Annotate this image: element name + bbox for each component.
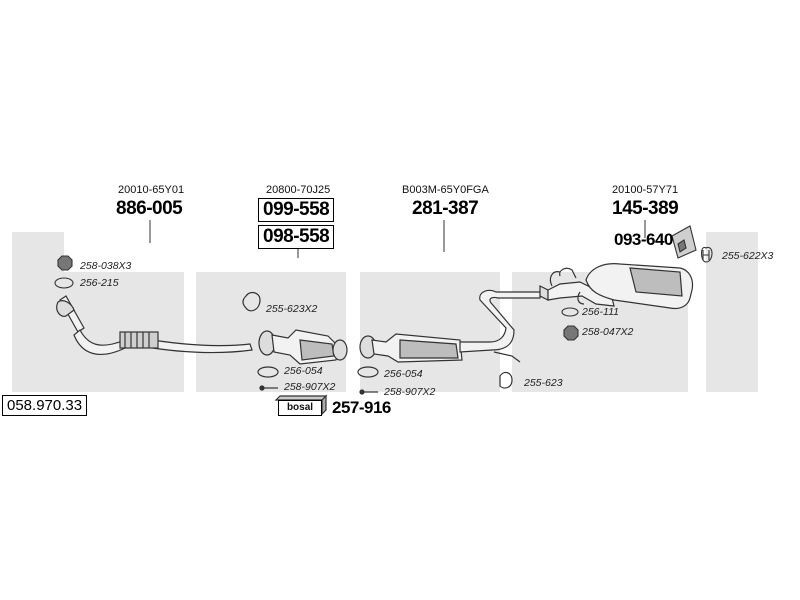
middle-pipe — [357, 289, 541, 395]
part-number-heat-shield[interactable]: 093-640 — [614, 230, 673, 249]
rear-silencer — [539, 263, 694, 310]
oe-number-rear: 20100-57Y71 — [612, 184, 679, 196]
mounting-kit-box — [274, 394, 328, 416]
accessory-label[interactable]: 255-622X3 — [722, 250, 774, 262]
part-number-rear[interactable]: 145-389 — [612, 198, 679, 219]
accessory-label[interactable]: 256-054 — [284, 365, 323, 377]
part-number-front-pipe[interactable]: 886-005 — [116, 198, 183, 219]
part-number-catalyst-b[interactable]: 098-558 — [258, 225, 335, 249]
accessory-label[interactable]: 255-623 — [524, 377, 563, 389]
accessory-label[interactable]: 258-047X2 — [582, 326, 634, 338]
front-accessories — [54, 255, 74, 289]
accessory-label[interactable]: 256-215 — [80, 277, 119, 289]
accessory-label[interactable]: 258-038X3 — [80, 260, 132, 272]
accessory-label[interactable]: 256-054 — [384, 368, 423, 380]
oe-number-middle: B003M-65Y0FGA — [402, 184, 489, 196]
oe-number-front-pipe: 20010-65Y01 — [118, 184, 185, 196]
mounting-kit-label: bosal — [278, 400, 322, 416]
accessory-label[interactable]: 258-907X2 — [284, 381, 336, 393]
front-pipe — [56, 295, 253, 356]
accessory-label[interactable]: 255-623X2 — [266, 303, 318, 315]
set-number: 058.970.33 — [2, 395, 88, 416]
part-number-middle[interactable]: 281-387 — [412, 198, 479, 219]
leader-lines — [149, 220, 646, 258]
catalyst — [242, 291, 348, 391]
rear-accessories — [561, 225, 713, 341]
part-number-mounting-kit[interactable]: 257-916 — [332, 398, 391, 417]
part-number-catalyst-a[interactable]: 099-558 — [258, 198, 335, 222]
accessory-label[interactable]: 258-907X2 — [384, 386, 436, 398]
accessory-label[interactable]: 256-111 — [582, 306, 619, 318]
oe-number-catalyst: 20800-70J25 — [266, 184, 331, 196]
